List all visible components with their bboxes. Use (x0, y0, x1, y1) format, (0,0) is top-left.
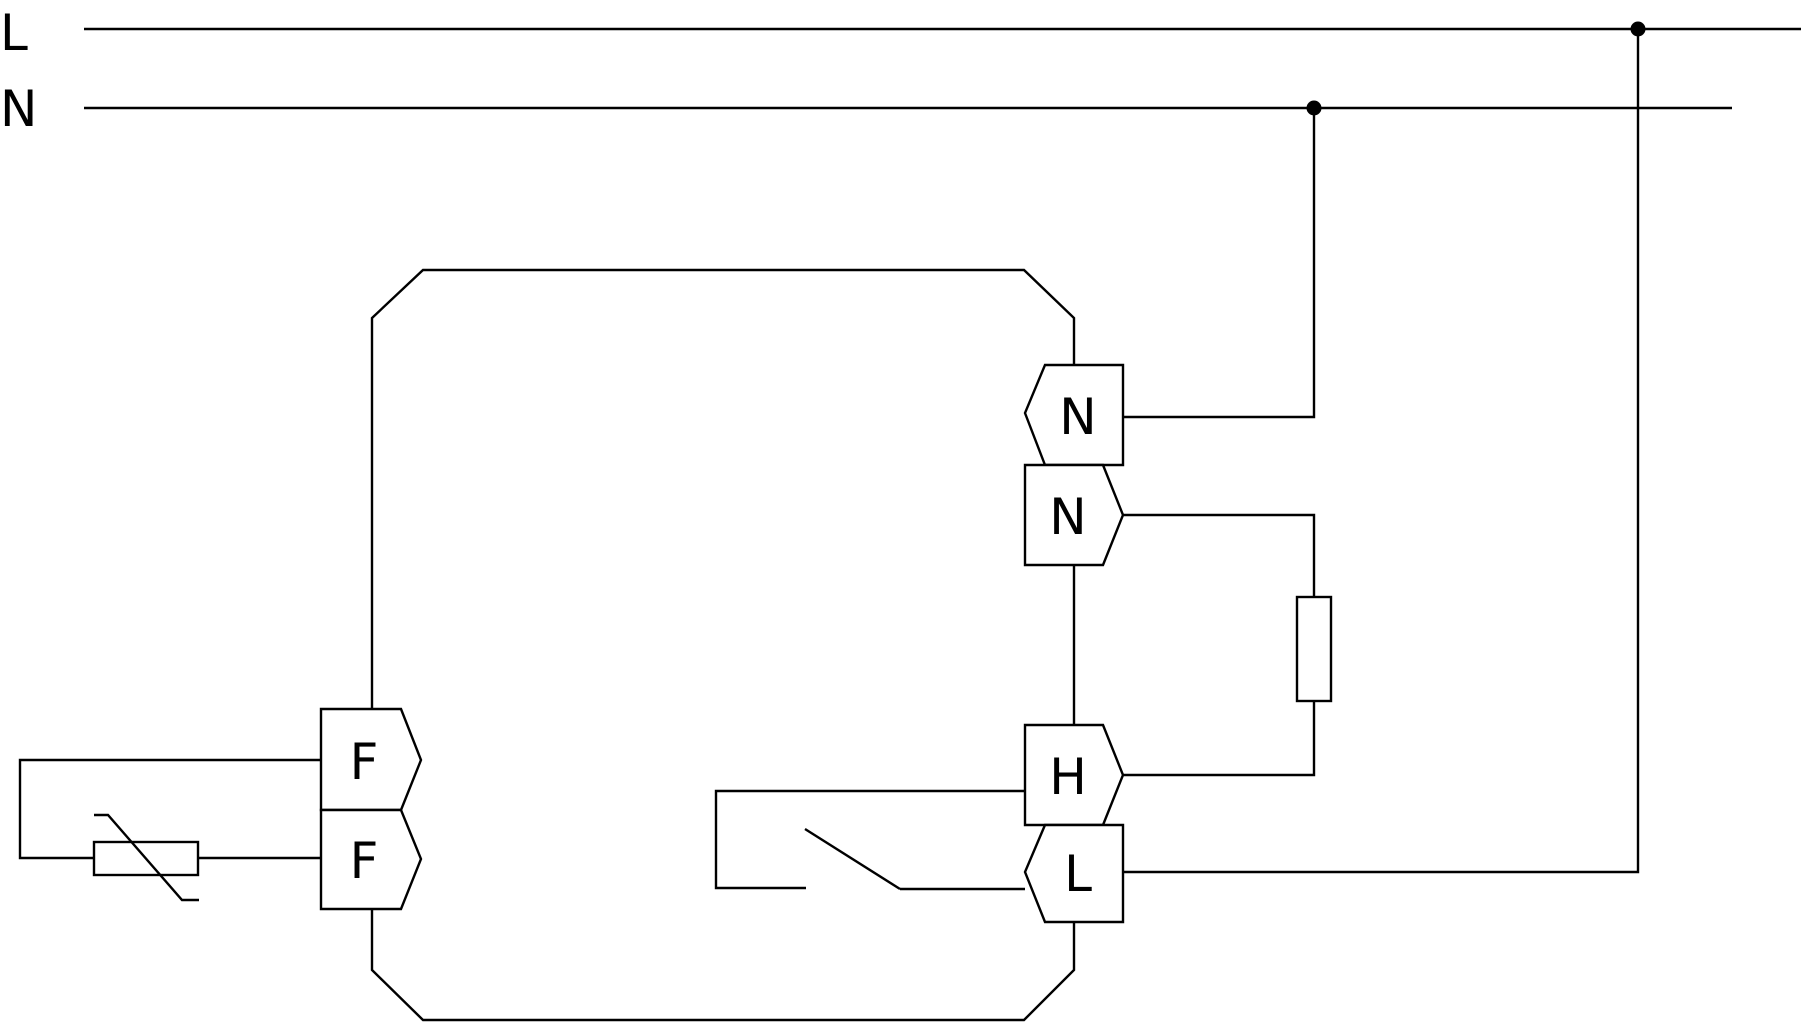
thermistor-ntc-icon (94, 813, 199, 902)
terminal-f-sensor-2-label: F (350, 832, 379, 890)
device-housing-bottom (370, 909, 1076, 1022)
terminal-f-sensor-1 (319, 707, 423, 812)
load-wire-top (1123, 513, 1316, 597)
terminal-h-output (1023, 723, 1125, 827)
thermistor (92, 840, 200, 877)
sensor-wire-loop (18, 758, 321, 860)
rail-label-n: N (0, 80, 37, 138)
terminal-f-sensor-1-label: F (350, 733, 379, 791)
switch-wire-left (714, 789, 1025, 890)
rail-label-l: L (0, 4, 28, 62)
terminal-n-load (1023, 463, 1125, 567)
terminal-l-supply-label: L (1064, 845, 1092, 903)
terminal-f-sensor-2 (319, 808, 423, 911)
live-feed-wire (1123, 29, 1640, 874)
load-resistor (1295, 595, 1333, 703)
switch-contact-icon (804, 827, 901, 891)
neutral-feed-wire (1123, 108, 1316, 419)
terminal-n-supply-label: N (1059, 388, 1096, 446)
terminal-n-supply (1023, 363, 1125, 467)
load-wire-bottom (1123, 701, 1316, 777)
terminal-h-output-label: H (1049, 748, 1087, 806)
terminal-l-supply (1023, 823, 1125, 924)
terminal-n-load-label: N (1049, 488, 1086, 546)
device-housing-top (370, 268, 1076, 709)
